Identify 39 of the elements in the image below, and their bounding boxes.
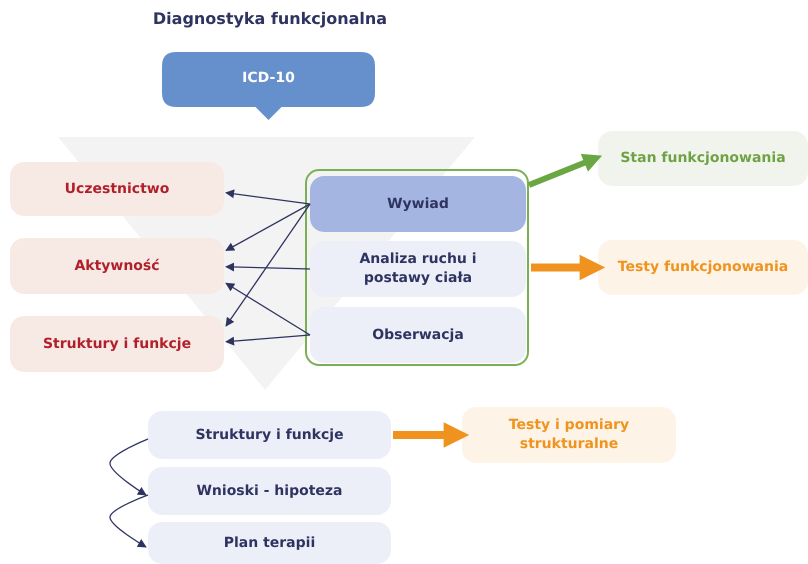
box-label: Struktury i funkcje <box>194 426 345 444</box>
rounded-box <box>148 411 391 459</box>
arrow <box>225 203 310 252</box>
box-label: Wywiad <box>386 194 450 214</box>
box-label: Wnioski - hipoteza <box>195 482 344 500</box>
callout-box <box>162 52 375 120</box>
box-label: Uczestnictwo <box>64 180 170 198</box>
rounded-box <box>10 238 224 294</box>
rounded-box <box>310 307 526 363</box>
rounded-box <box>310 176 526 232</box>
box-label: Stan funkcjonowania <box>619 149 787 168</box>
box-label: Obserwacja <box>371 326 465 344</box>
rounded-box <box>462 407 676 463</box>
arrow <box>531 254 606 280</box>
arrow <box>225 189 310 205</box>
arrow <box>109 438 148 496</box>
rounded-box <box>10 162 224 216</box>
arrow <box>393 422 470 448</box>
arrow <box>528 154 602 188</box>
rounded-box <box>10 316 224 372</box>
rounded-box <box>598 240 808 295</box>
rounded-box <box>310 241 526 297</box>
box-label: Aktywność <box>73 256 161 276</box>
rounded-box <box>598 131 808 186</box>
box-label: Testy i pomiary strukturalne <box>508 416 630 454</box>
arrow <box>109 494 148 548</box>
box-label: Plan terapii <box>222 534 316 552</box>
rounded-box <box>148 522 391 564</box>
arrow <box>225 262 310 272</box>
diagram-title: Diagnostyka funkcjonalna <box>152 9 388 28</box>
rounded-box <box>148 467 391 515</box>
arrow <box>225 282 310 336</box>
box-label: ICD-10 <box>241 69 296 88</box>
arrow <box>225 204 311 327</box>
group-frame <box>305 169 529 366</box>
box-label: Testy funkcjonowania <box>616 258 790 277</box>
arrow <box>225 334 310 346</box>
box-label: Analiza ruchu i postawy ciała <box>358 250 478 288</box>
box-label: Struktury i funkcje <box>42 334 192 354</box>
